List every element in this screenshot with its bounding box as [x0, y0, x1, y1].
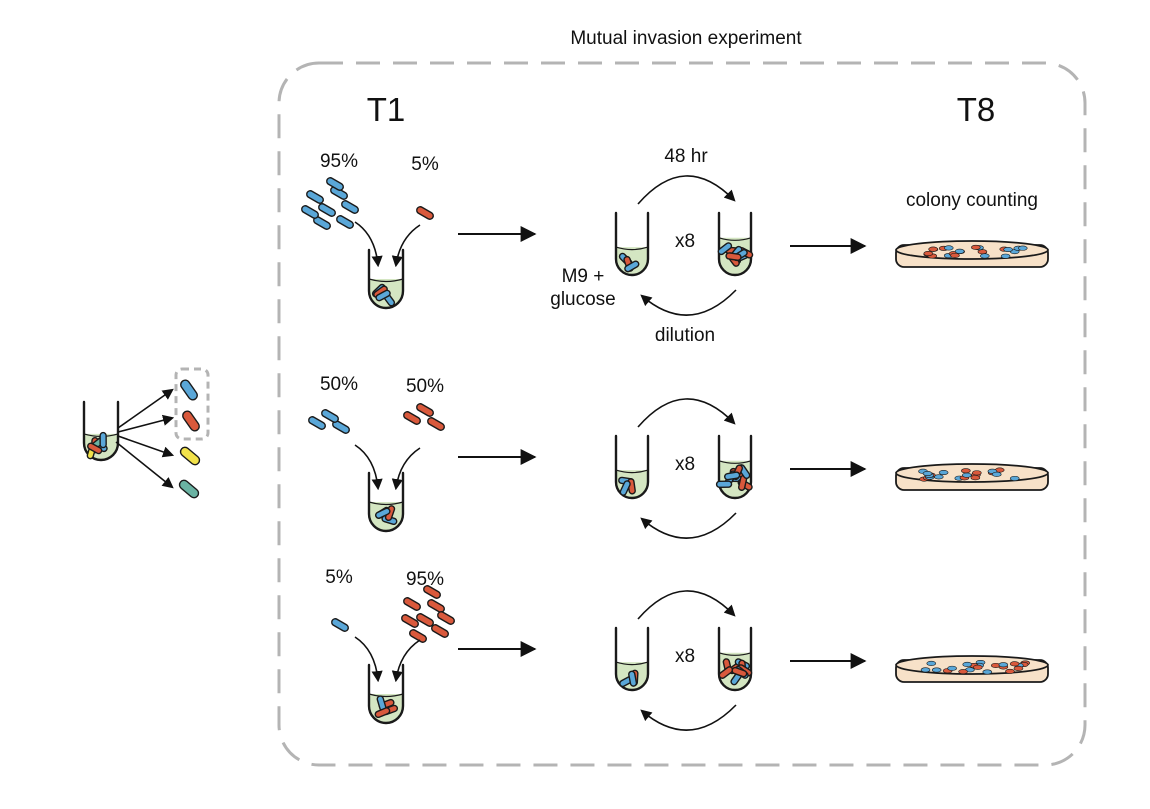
- petri-dish-icon: [895, 463, 1049, 491]
- row3-left-percent: 5%: [325, 567, 353, 588]
- bacterium-icon: [628, 670, 638, 687]
- bacterium-icon: [717, 242, 733, 256]
- petri-dish-icon: [895, 655, 1049, 683]
- bacterium-icon: [182, 410, 200, 432]
- dilution-label: dilution: [655, 325, 715, 346]
- petri-dish-icon: [895, 240, 1049, 268]
- isolate-arrow: [117, 388, 174, 429]
- bacterium-icon: [427, 417, 445, 431]
- experiment-frame: [277, 61, 1087, 767]
- row3-right-percent: 95%: [406, 569, 444, 590]
- row2-left-percent: 50%: [320, 374, 358, 395]
- mixing-arrow: [354, 444, 383, 491]
- isolate-arrow: [117, 414, 175, 433]
- bacterium-icon: [321, 409, 339, 423]
- bacterium-icon: [416, 206, 434, 220]
- bacterium-icon: [374, 707, 391, 719]
- diagram-graphics: [82, 175, 1049, 731]
- bacterium-icon: [416, 613, 434, 627]
- bacterium-icon: [624, 260, 640, 273]
- bacterium-icon: [178, 479, 200, 499]
- end-time-label: T8: [957, 91, 996, 128]
- incubation-arrow: [637, 398, 736, 428]
- row1-cycle-count: x8: [675, 231, 695, 252]
- mixing-arrow: [354, 636, 383, 683]
- bacterium-icon: [180, 379, 198, 401]
- bacterium-icon: [725, 252, 742, 261]
- bacterium-icon: [318, 203, 336, 217]
- bacterium-icon: [715, 480, 733, 489]
- dilution-arrow: [640, 512, 737, 539]
- start-time-label: T1: [367, 91, 406, 128]
- row3-cycle-count: x8: [675, 646, 695, 667]
- bacterium-icon: [403, 411, 421, 425]
- bacterium-icon: [301, 205, 319, 219]
- bacterium-icon: [409, 629, 427, 643]
- mixing-arrow: [391, 639, 421, 683]
- mixing-arrow: [354, 221, 383, 268]
- readout-label: colony counting: [906, 190, 1038, 211]
- mixing-arrow: [391, 224, 421, 268]
- bacterium-icon: [403, 597, 421, 611]
- incubation-arrow: [637, 590, 736, 620]
- mixing-arrow: [391, 447, 421, 491]
- medium-label-line1: M9 +: [562, 266, 605, 287]
- bacterium-icon: [375, 507, 391, 519]
- dilution-arrow: [640, 704, 737, 731]
- bacterium-icon: [99, 431, 107, 449]
- diagram-title: Mutual invasion experiment: [570, 28, 802, 49]
- bacterium-icon: [619, 480, 631, 496]
- isolate-arrow: [117, 435, 175, 458]
- bacterium-icon: [437, 611, 455, 625]
- bacterium-icon: [306, 190, 324, 204]
- bacterium-icon: [341, 200, 359, 214]
- row2-cycle-count: x8: [675, 454, 695, 475]
- bacterium-icon: [427, 599, 445, 613]
- row1-left-percent: 95%: [320, 151, 358, 172]
- bacterium-icon: [87, 442, 103, 455]
- row2-right-percent: 50%: [406, 376, 444, 397]
- bacterium-icon: [336, 215, 354, 229]
- medium-label-line2: glucose: [550, 289, 616, 310]
- bacterium-icon: [308, 416, 326, 430]
- bacterium-icon: [724, 471, 741, 481]
- isolate-arrow: [115, 441, 174, 489]
- incubation-arrow: [637, 175, 736, 205]
- bacterium-icon: [423, 585, 441, 599]
- bacterium-icon: [401, 614, 419, 628]
- dilution-arrow: [640, 289, 737, 316]
- bacterium-icon: [331, 618, 349, 632]
- bacterium-icon: [718, 666, 734, 679]
- bacterium-icon: [731, 666, 748, 678]
- bacterium-icon: [416, 403, 434, 417]
- bacterium-icon: [179, 446, 201, 466]
- row1-right-percent: 5%: [411, 154, 439, 175]
- incubation-time-label: 48 hr: [664, 146, 708, 167]
- bacterium-icon: [375, 289, 391, 302]
- bacterium-icon: [431, 624, 449, 638]
- bacterium-icon: [326, 177, 344, 191]
